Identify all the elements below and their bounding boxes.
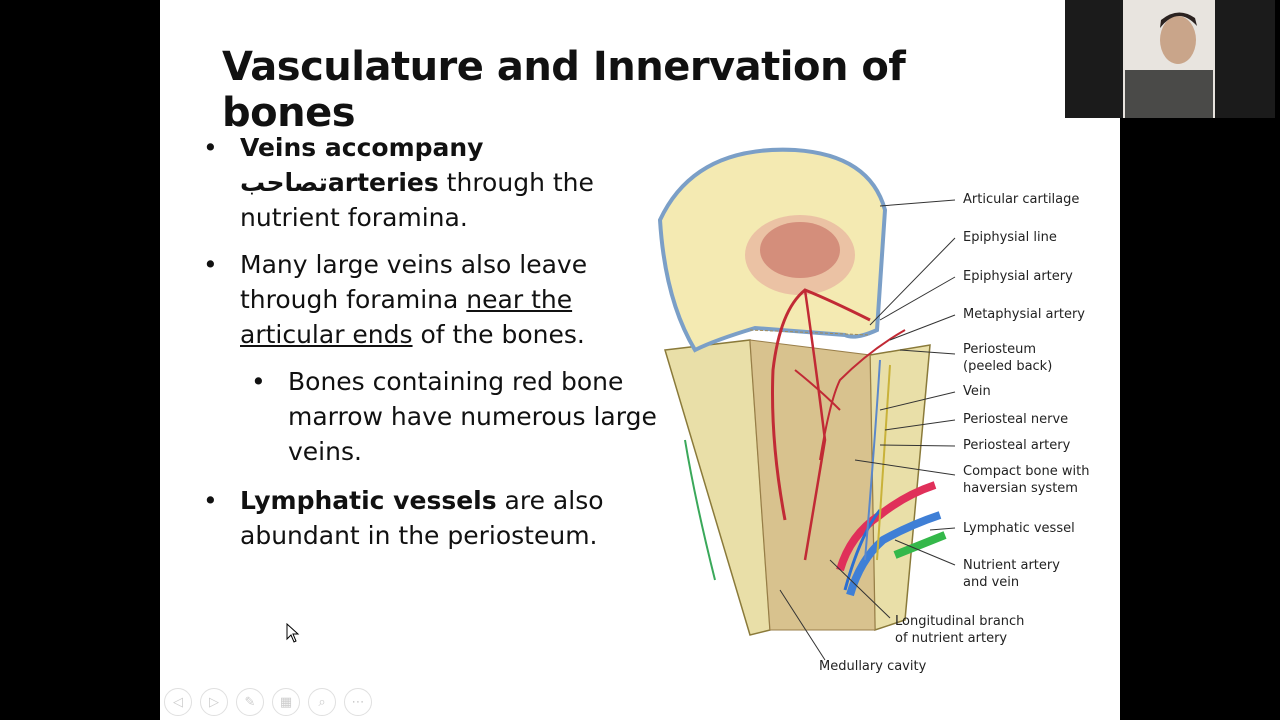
bullet-3-bold: Lymphatic vessels [240, 486, 497, 515]
label-of-nutrient-artery: of nutrient artery [895, 631, 1008, 646]
more-options-button[interactable]: ⋯ [344, 688, 372, 716]
label-medullary-cavity: Medullary cavity [819, 659, 927, 674]
previous-slide-button[interactable]: ◁ [164, 688, 192, 716]
bullet-1: • Veins accompany تصاحبarteries through … [200, 130, 670, 235]
bullet-dot: • [251, 367, 266, 396]
webcam-feed [1065, 0, 1275, 118]
bullet-3-text: are also abundant in the periosteum. [240, 486, 604, 550]
label-periosteum: Periosteum [963, 342, 1037, 357]
bullet-2-post: of the bones. [412, 320, 585, 349]
label-epiphysial-artery: Epiphysial artery [963, 269, 1073, 284]
bullet-1-bold: Veins accompany [240, 133, 484, 162]
presenter-video-icon [1065, 0, 1275, 118]
label-articular-cartilage: Articular cartilage [963, 192, 1080, 207]
label-epiphysial-line: Epiphysial line [963, 230, 1057, 245]
bullet-1-bold-2: arteries [327, 168, 439, 197]
bullet-3: • Lymphatic vessels are also abundant in… [200, 483, 670, 553]
bullet-list: • Veins accompany تصاحبarteries through … [200, 130, 670, 565]
presentation-slide: Vasculature and Innervation of bones • V… [160, 0, 1120, 720]
pen-tool-button[interactable]: ✎ [236, 688, 264, 716]
label-haversian-system: haversian system [963, 481, 1078, 496]
label-longitudinal-branch: Longitudinal branch [895, 614, 1025, 629]
bullet-1-text: through the nutrient foramina. [240, 168, 594, 232]
bullet-2: • Many large veins also leave through fo… [200, 247, 670, 352]
label-and-vein: and vein [963, 575, 1020, 590]
bullet-dot: • [203, 486, 218, 515]
label-lymphatic-vessel: Lymphatic vessel [963, 521, 1075, 536]
bullet-2-underlined: near the articular ends [240, 285, 573, 349]
bullet-2-pre: Many large veins also leave through fora… [240, 250, 588, 314]
zoom-button[interactable]: ⌕ [308, 688, 336, 716]
bullet-dot: • [203, 250, 218, 279]
label-compact-bone: Compact bone with [963, 464, 1090, 479]
next-slide-button[interactable]: ▷ [200, 688, 228, 716]
label-vein: Vein [963, 384, 991, 399]
slide-title: Vasculature and Innervation of bones [222, 44, 906, 136]
label-periosteum-peeled: (peeled back) [963, 359, 1053, 374]
label-periosteal-artery: Periosteal artery [963, 438, 1071, 453]
sub-bullet-1-text: Bones containing red bone marrow have nu… [288, 367, 657, 466]
see-all-slides-button[interactable]: ▦ [272, 688, 300, 716]
label-periosteal-nerve: Periosteal nerve [963, 412, 1069, 427]
sub-bullet-1: • Bones containing red bone marrow have … [200, 364, 670, 469]
label-nutrient-artery: Nutrient artery [963, 558, 1060, 573]
bullet-dot: • [203, 133, 218, 162]
bone-illustration [657, 147, 956, 661]
mouse-cursor-icon [286, 623, 300, 643]
label-metaphysial-artery: Metaphysial artery [963, 307, 1086, 322]
bone-diagram: Articular cartilage Epiphysial line Epip… [655, 140, 1115, 700]
bullet-1-arabic: تصاحب [240, 168, 328, 197]
slideshow-controls: ◁ ▷ ✎ ▦ ⌕ ⋯ [164, 688, 372, 716]
